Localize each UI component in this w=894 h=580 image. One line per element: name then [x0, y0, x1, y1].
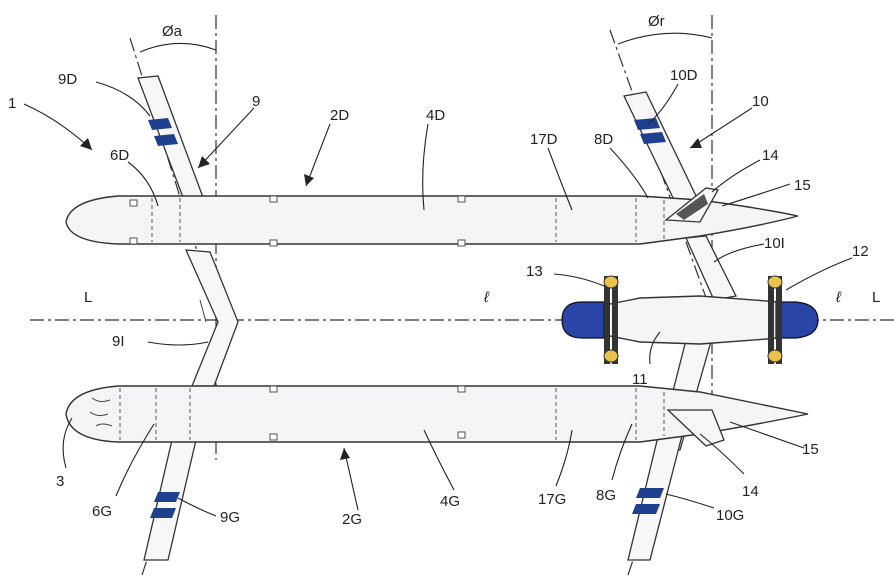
label-8D: 8D: [594, 131, 613, 148]
label-17D: 17D: [530, 131, 558, 148]
label-10G: 10G: [716, 507, 744, 524]
wing-stripe: [148, 118, 172, 130]
wing-stripe: [632, 504, 660, 514]
label-9I: 9I: [112, 333, 125, 350]
label-L-left: L: [84, 289, 92, 306]
propeller-12-blade: [768, 276, 774, 364]
tail-fin-lower: [666, 409, 725, 447]
label-14-upper: 14: [762, 147, 779, 164]
propeller-hub-rear: [775, 301, 819, 339]
angle-arc-a: [139, 42, 217, 53]
label-8G: 8G: [596, 487, 616, 504]
fuselage-right: [65, 195, 799, 245]
label-11: 11: [632, 371, 648, 388]
wing-stripe: [634, 118, 660, 130]
label-12: 12: [852, 243, 869, 260]
rear-wing-right-outer: [623, 91, 699, 205]
label-9: 9: [252, 93, 260, 110]
label-2G: 2G: [342, 511, 362, 528]
label-3: 3: [56, 473, 64, 490]
label-2D: 2D: [330, 107, 349, 124]
engine-nacelle: [599, 295, 781, 345]
label-15-upper: 15: [794, 177, 811, 194]
fuselage-left: [65, 385, 809, 443]
label-14-lower: 14: [742, 483, 759, 500]
label-6D: 6D: [110, 147, 129, 164]
wing-stripe: [640, 132, 666, 144]
rear-wing-inner-upper: [685, 235, 737, 301]
label-L-right: L: [872, 289, 880, 306]
label-10: 10: [752, 93, 769, 110]
wing-stripe: [150, 508, 176, 518]
label-ell-left: ℓ: [483, 289, 490, 306]
label-4D: 4D: [426, 107, 445, 124]
wing-stripe: [154, 134, 178, 146]
angle-arc-r: [617, 32, 713, 45]
label-6G: 6G: [92, 503, 112, 520]
propeller-13-blade: [604, 276, 610, 364]
label-17G: 17G: [538, 491, 566, 508]
label-angle-a: Øa: [162, 23, 183, 40]
propeller-hub-front: [561, 301, 605, 339]
wing-stripe: [636, 488, 664, 498]
label-15-lower: 15: [802, 441, 819, 458]
label-9D: 9D: [58, 71, 77, 88]
label-10D: 10D: [670, 67, 698, 84]
front-wing-inner: [184, 249, 239, 387]
label-1: 1: [8, 95, 16, 112]
cockpit-windows: [89, 397, 113, 427]
label-angle-r: Ør: [648, 13, 665, 30]
label-13: 13: [526, 263, 543, 280]
label-ell-right: ℓ: [835, 289, 842, 306]
label-9G: 9G: [220, 509, 240, 526]
wing-stripe: [154, 492, 180, 502]
label-4G: 4G: [440, 493, 460, 510]
label-10I: 10I: [764, 235, 785, 252]
